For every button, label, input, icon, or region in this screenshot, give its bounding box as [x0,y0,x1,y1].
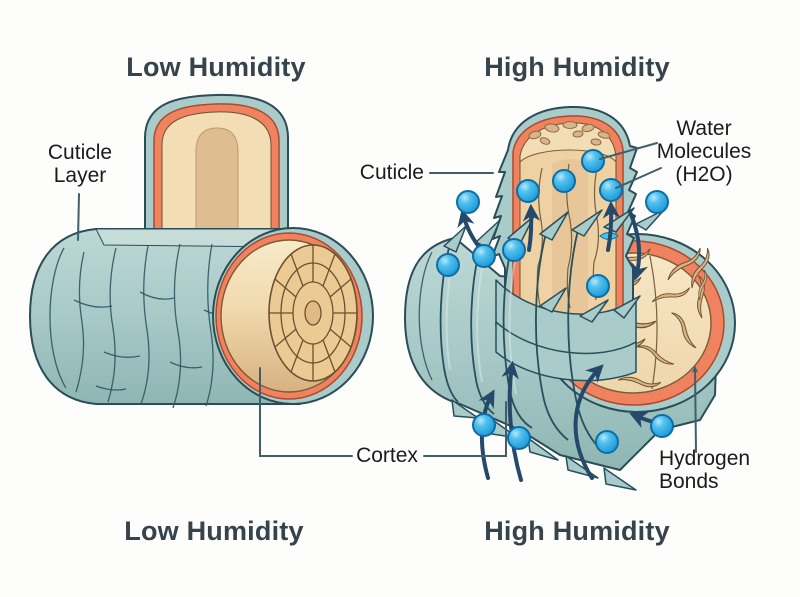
water-molecule-icon [599,178,623,202]
high-humidity-heading-top: High Humidity [484,52,670,82]
water-molecule-icon [472,413,496,437]
low-humidity-heading-bottom: Low Humidity [124,516,304,546]
water-molecule-icon [645,190,669,214]
water-arrow [602,200,621,252]
cuticle-layer-label: Cuticle Layer [47,141,113,187]
water-molecule-icon [650,414,674,438]
low-humidity-heading-top: Low Humidity [126,52,306,82]
water-molecules-leader-2 [615,167,662,189]
water-molecules-label: Water Molecules (H2O) [656,117,752,186]
water-arrow [501,360,523,482]
water-molecule-icon [472,244,496,268]
high-humidity-heading-bottom: High Humidity [484,516,670,546]
hydrogen-bonds-leader [691,365,699,453]
water-molecule-icon [456,190,480,214]
cuticle-layer-leader [77,193,80,241]
leader-lines [77,142,699,457]
cortex-label: Cortex [356,444,418,467]
cortex-leader-right [423,401,507,457]
water-molecule-icon [552,169,576,193]
high-face-divider [649,255,658,390]
water-molecule-icon [502,238,526,262]
water-arrow [573,364,604,480]
water-molecule-icon [436,253,460,277]
low-vertical-medulla [195,127,239,233]
water-molecule-icon [586,274,610,298]
water-molecule-icon [595,430,619,454]
cortex-leader-left [259,367,353,457]
hydrogen-bonds-label: Hydrogen Bonds [659,447,751,493]
low-cut-face [212,227,374,405]
cortex-cells-disc [268,244,358,382]
water-molecule-icon [516,179,540,203]
water-molecules [436,149,674,454]
water-arrow [628,210,648,282]
figure-high-humidity [404,105,736,491]
water-molecule-icon [507,426,531,450]
high-top-face-cells [528,121,611,146]
water-molecule-icon [581,149,605,173]
water-arrow [522,203,541,252]
cortex-cell-spokes [269,245,357,381]
low-vertical-shaft [144,93,289,233]
figure-low-humidity [29,93,374,409]
low-cuticle-texture [49,243,237,409]
high-shaft-cap-line [418,251,433,381]
high-vertical-medulla-shade [552,159,588,330]
cuticle-label: Cuticle [359,161,424,184]
water-molecules-leader-1 [599,142,658,160]
